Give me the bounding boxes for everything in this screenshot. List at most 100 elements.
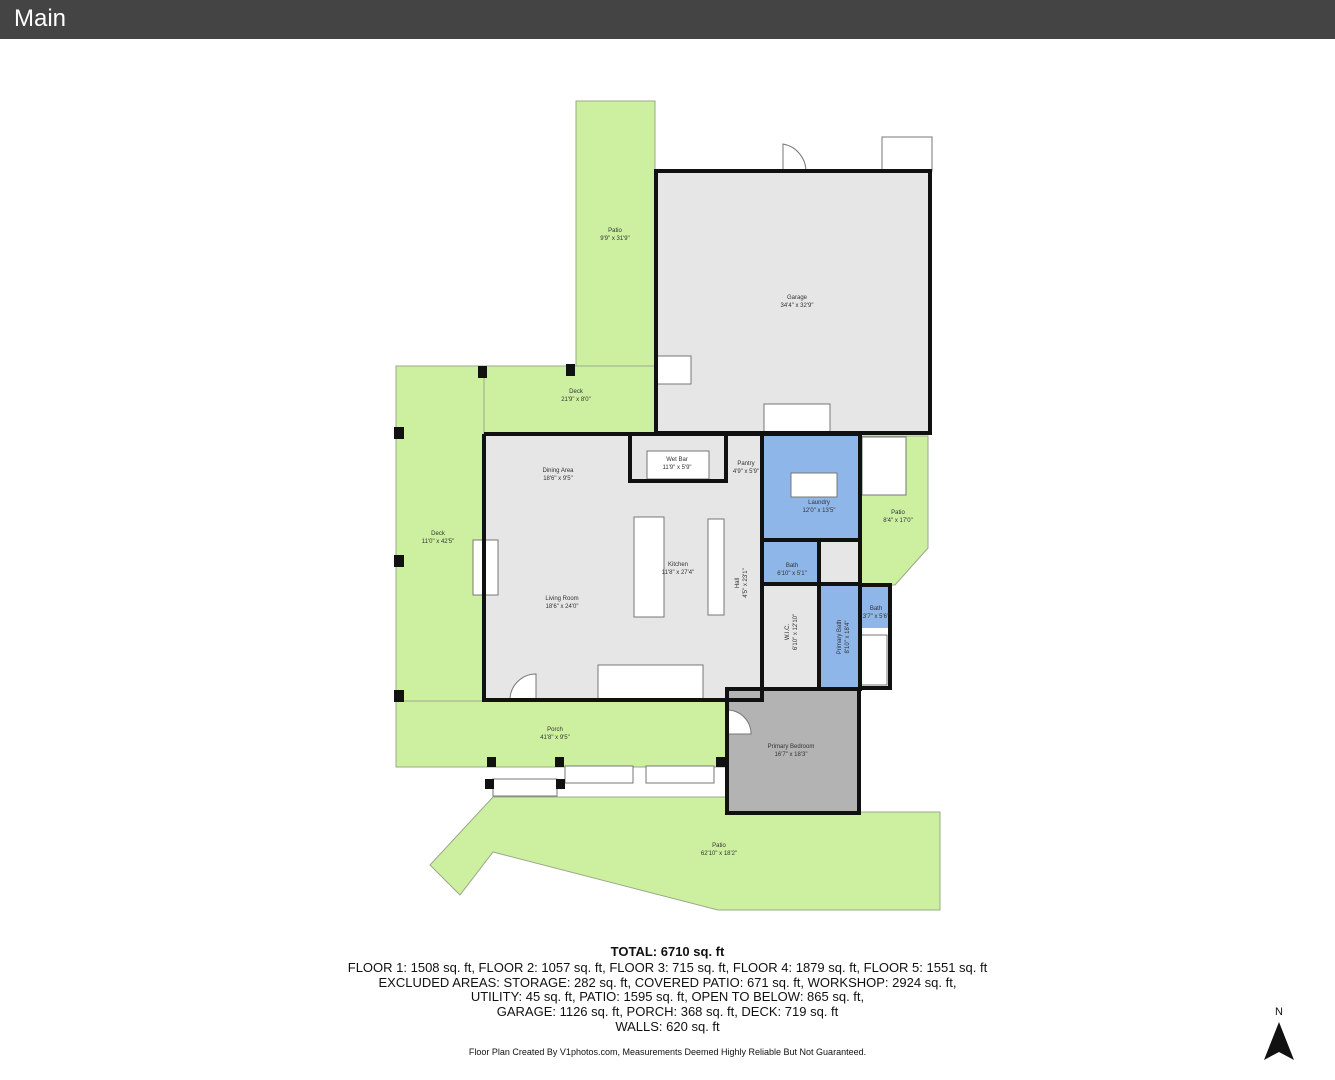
svg-text:21'9" x 8'0": 21'9" x 8'0" <box>561 397 591 403</box>
laundry-counter <box>790 472 838 498</box>
stairs-top-right <box>881 136 933 172</box>
svg-text:W.I.C.: W.I.C. <box>785 624 791 641</box>
garage-line: GARAGE: 1126 sq. ft, PORCH: 368 sq. ft, … <box>496 1004 839 1019</box>
header-bar: Main <box>0 0 1335 39</box>
svg-text:11'8" x 27'4": 11'8" x 27'4" <box>662 570 694 576</box>
post <box>394 555 404 567</box>
post <box>555 757 564 767</box>
fixtures <box>472 136 933 797</box>
svg-text:34'4" x 32'9": 34'4" x 32'9" <box>781 303 814 309</box>
svg-text:62'10" x 18'2": 62'10" x 18'2" <box>701 851 737 857</box>
svg-text:Patio: Patio <box>891 510 905 516</box>
svg-text:4'9" x 5'9": 4'9" x 5'9" <box>733 469 759 475</box>
svg-text:Living Room: Living Room <box>545 596 578 602</box>
post <box>716 757 725 767</box>
deck-posts <box>394 364 725 789</box>
door-swing-garage <box>782 143 807 173</box>
north-arrow-icon <box>1264 1022 1294 1060</box>
svg-text:Deck: Deck <box>431 531 446 537</box>
porch-bench-1 <box>564 765 634 784</box>
compass: N <box>1258 1004 1300 1064</box>
post <box>478 366 487 378</box>
svg-text:Bath: Bath <box>870 606 882 612</box>
post <box>487 757 496 767</box>
svg-text:8'10" x 18'4": 8'10" x 18'4" <box>845 621 851 654</box>
svg-text:41'8" x 9'5": 41'8" x 9'5" <box>540 735 570 741</box>
bath2-walls <box>858 583 892 690</box>
svg-text:Porch: Porch <box>547 727 563 733</box>
room-label-kitchen: Kitchen 11'8" x 27'4" <box>662 562 694 576</box>
kitchen-island <box>633 516 665 618</box>
svg-text:Garage: Garage <box>787 295 808 301</box>
svg-text:Bath: Bath <box>786 563 798 569</box>
primary-bedroom-area <box>727 689 859 813</box>
svg-text:Wet Bar: Wet Bar <box>666 457 688 463</box>
svg-text:Patio: Patio <box>712 843 726 849</box>
utility-line: UTILITY: 45 sq. ft, PATIO: 1595 sq. ft, … <box>470 989 865 1004</box>
svg-text:11'9" x 5'9": 11'9" x 5'9" <box>662 465 691 471</box>
room-label-patio-right: Patio 8'4" x 17'0" <box>883 510 913 524</box>
svg-text:6'10" x 12'10": 6'10" x 12'10" <box>793 614 799 650</box>
wet-bar-walls <box>628 432 728 483</box>
stairs-garage <box>763 403 831 434</box>
plan-title: Main <box>14 5 67 32</box>
svg-text:18'6" x 9'5": 18'6" x 9'5" <box>543 476 573 482</box>
svg-text:11'0" x 42'5": 11'0" x 42'5" <box>422 539 454 545</box>
svg-text:12'0" x 13'5": 12'0" x 13'5" <box>803 508 836 514</box>
svg-text:Pantry: Pantry <box>737 461 754 467</box>
bath-small-area <box>819 540 859 585</box>
kitchen-counter <box>707 518 725 616</box>
svg-text:9'9" x 31'9": 9'9" x 31'9" <box>600 236 630 242</box>
room-label-garage: Garage 34'4" x 32'9" <box>781 295 814 309</box>
porch-bench-2 <box>645 765 715 784</box>
outdoor-areas <box>395 100 941 911</box>
post <box>394 427 404 439</box>
svg-text:Kitchen: Kitchen <box>668 562 688 568</box>
bath1-area <box>763 540 819 583</box>
room-label-deck-left: Deck 11'0" x 42'5" <box>422 531 454 545</box>
compass-label: N <box>1275 1006 1283 1018</box>
room-label-laundry: Laundry 12'0" x 13'5" <box>803 500 836 514</box>
wet-bar-counter <box>646 450 710 480</box>
post <box>566 364 575 376</box>
bench-patio-right <box>861 436 907 496</box>
svg-text:Laundry: Laundry <box>808 500 830 506</box>
svg-text:8'4" x 17'0": 8'4" x 17'0" <box>883 518 913 524</box>
stairs-living <box>597 664 704 700</box>
room-labels: Patio 9'9" x 31'9" Garage 34'4" x 32'9" De… <box>422 228 913 857</box>
walls <box>482 169 932 815</box>
door-swing-bedroom <box>726 709 752 735</box>
svg-text:Dining Area: Dining Area <box>542 468 574 474</box>
room-label-wet-bar: Wet Bar 11'9" x 5'9" <box>662 457 691 471</box>
bath2-area <box>860 585 890 628</box>
deck-left-area <box>395 365 485 703</box>
room-label-patio-top: Patio 9'9" x 31'9" <box>600 228 630 242</box>
porch-bench-3 <box>492 778 558 797</box>
room-label-bath2: Bath 3'7" x 5'6" <box>863 606 889 620</box>
room-label-patio-bottom: Patio 62'10" x 18'2" <box>701 843 737 857</box>
floor-areas-line: FLOOR 1: 1508 sq. ft, FLOOR 2: 1057 sq. … <box>347 960 988 975</box>
room-label-deck-top: Deck 21'9" x 8'0" <box>561 389 591 403</box>
garage-area <box>656 171 930 433</box>
bedroom-walls <box>725 687 861 815</box>
patio-bottom-area <box>429 796 941 911</box>
interior-rooms <box>484 171 930 813</box>
svg-text:3'7" x 5'6": 3'7" x 5'6" <box>863 614 889 620</box>
total-area: TOTAL: 6710 sq. ft <box>610 944 725 959</box>
primary-bath-area <box>820 585 860 688</box>
svg-text:Primary Bath: Primary Bath <box>837 620 843 655</box>
excluded-areas-line: EXCLUDED AREAS: STORAGE: 282 sq. ft, COV… <box>378 975 957 990</box>
svg-text:4'5" x 23'1": 4'5" x 23'1" <box>743 568 749 598</box>
bathtub <box>860 634 888 686</box>
svg-text:Patio: Patio <box>608 228 622 234</box>
svg-text:16'7" x 18'3": 16'7" x 18'3" <box>775 752 808 758</box>
walls-line: WALLS: 620 sq. ft <box>615 1019 720 1034</box>
svg-text:Deck: Deck <box>569 389 584 395</box>
room-label-dining: Dining Area 18'6" x 9'5" <box>542 468 574 482</box>
post <box>394 690 404 702</box>
